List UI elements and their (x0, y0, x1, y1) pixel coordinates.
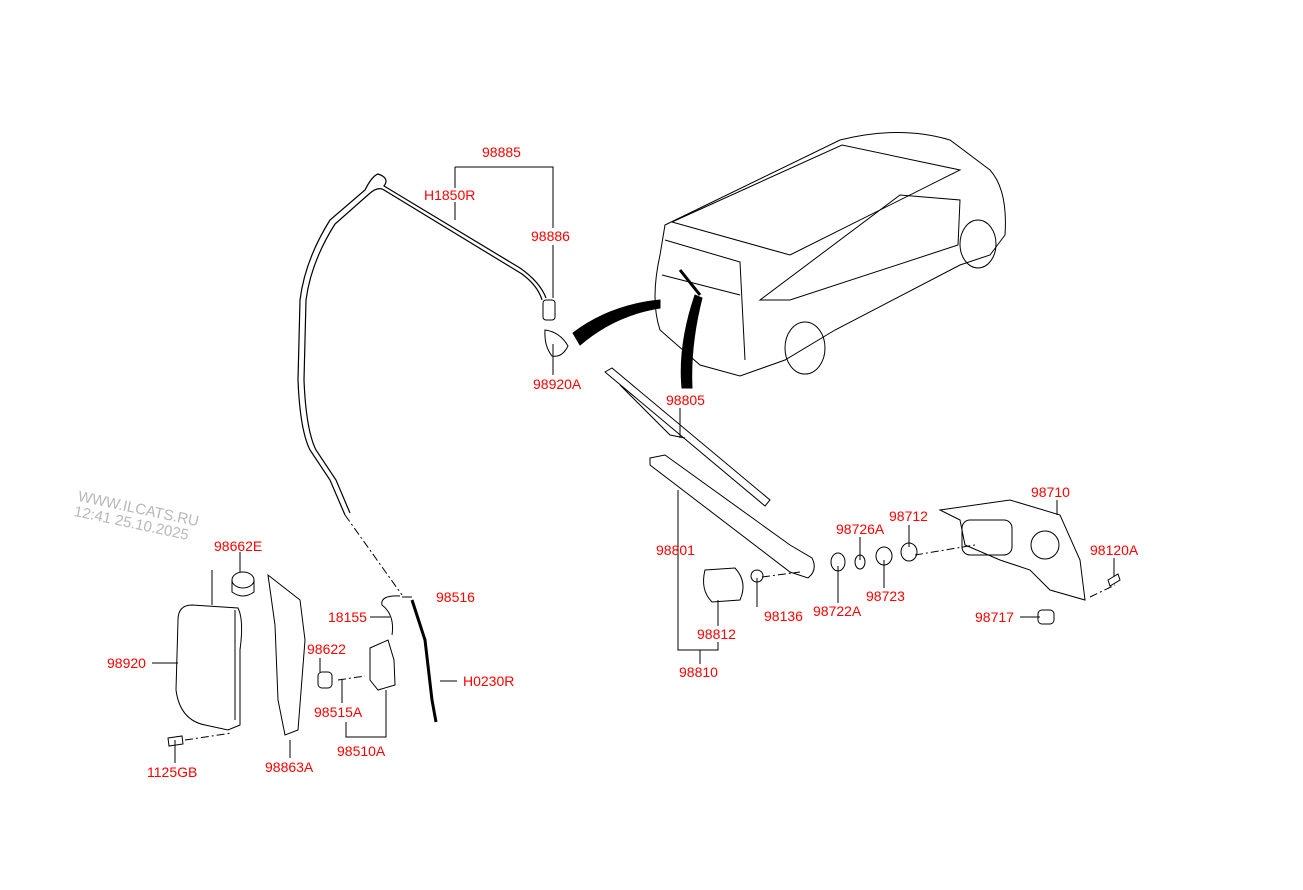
nozzle-98886 (542, 299, 569, 357)
part-label-98120a[interactable]: 98120A (1090, 542, 1139, 558)
part-label-98801[interactable]: 98801 (656, 542, 695, 558)
part-label-98885[interactable]: 98885 (482, 144, 521, 160)
hose-h1850r (297, 173, 547, 516)
cap-98662e (231, 571, 255, 597)
grommet-98717 (1037, 609, 1055, 625)
bracket-98863a (267, 573, 306, 736)
reservoir-98920 (175, 570, 243, 731)
part-label-1125gb[interactable]: 1125GB (147, 764, 198, 780)
pointer-arrow (572, 299, 661, 346)
part-label-98515a[interactable]: 98515A (314, 704, 363, 720)
part-label-98812[interactable]: 98812 (697, 626, 736, 642)
part-label-98722a[interactable]: 98722A (813, 603, 862, 619)
grommet-98622 (317, 671, 333, 689)
part-label-98810[interactable]: 98810 (679, 664, 718, 680)
van-illustration (654, 132, 1006, 377)
part-label-98136[interactable]: 98136 (764, 608, 803, 624)
part-label-h0230r[interactable]: H0230R (463, 673, 515, 689)
washers (830, 542, 918, 572)
part-label-98805[interactable]: 98805 (666, 392, 705, 408)
wiper-blade-98805 (604, 367, 771, 507)
part-label-98920a[interactable]: 98920A (533, 376, 582, 392)
arm-cap-98812 (703, 567, 744, 603)
part-label-98886[interactable]: 98886 (531, 228, 570, 244)
part-label-98510a[interactable]: 98510A (337, 743, 386, 759)
part-label-98516[interactable]: 98516 (436, 589, 475, 605)
part-label-98723[interactable]: 98723 (866, 588, 905, 604)
wiper-arm-98801 (649, 454, 815, 579)
part-label-98710[interactable]: 98710 (1031, 484, 1070, 500)
part-label-98863a[interactable]: 98863A (265, 759, 314, 775)
bolt-98120a (1107, 573, 1121, 587)
nut-98136 (750, 569, 764, 583)
pump-98510a (369, 639, 396, 691)
part-label-h1850r[interactable]: H1850R (424, 187, 476, 203)
part-label-18155[interactable]: 18155 (328, 609, 367, 625)
bolt-1125gb (167, 735, 184, 747)
part-label-98726a[interactable]: 98726A (836, 521, 885, 537)
pointer-arrow (680, 294, 703, 389)
hose-18155 (381, 595, 401, 636)
leader-lines (152, 166, 1115, 763)
wiper-motor-98710 (938, 499, 1086, 601)
part-label-98622[interactable]: 98622 (307, 641, 346, 657)
hose-h0230r (410, 599, 438, 723)
alignment-lines (184, 514, 1116, 741)
part-label-98717[interactable]: 98717 (975, 609, 1014, 625)
part-label-98662e[interactable]: 98662E (214, 538, 263, 554)
part-label-98712[interactable]: 98712 (889, 508, 928, 524)
part-label-98920[interactable]: 98920 (107, 655, 146, 671)
